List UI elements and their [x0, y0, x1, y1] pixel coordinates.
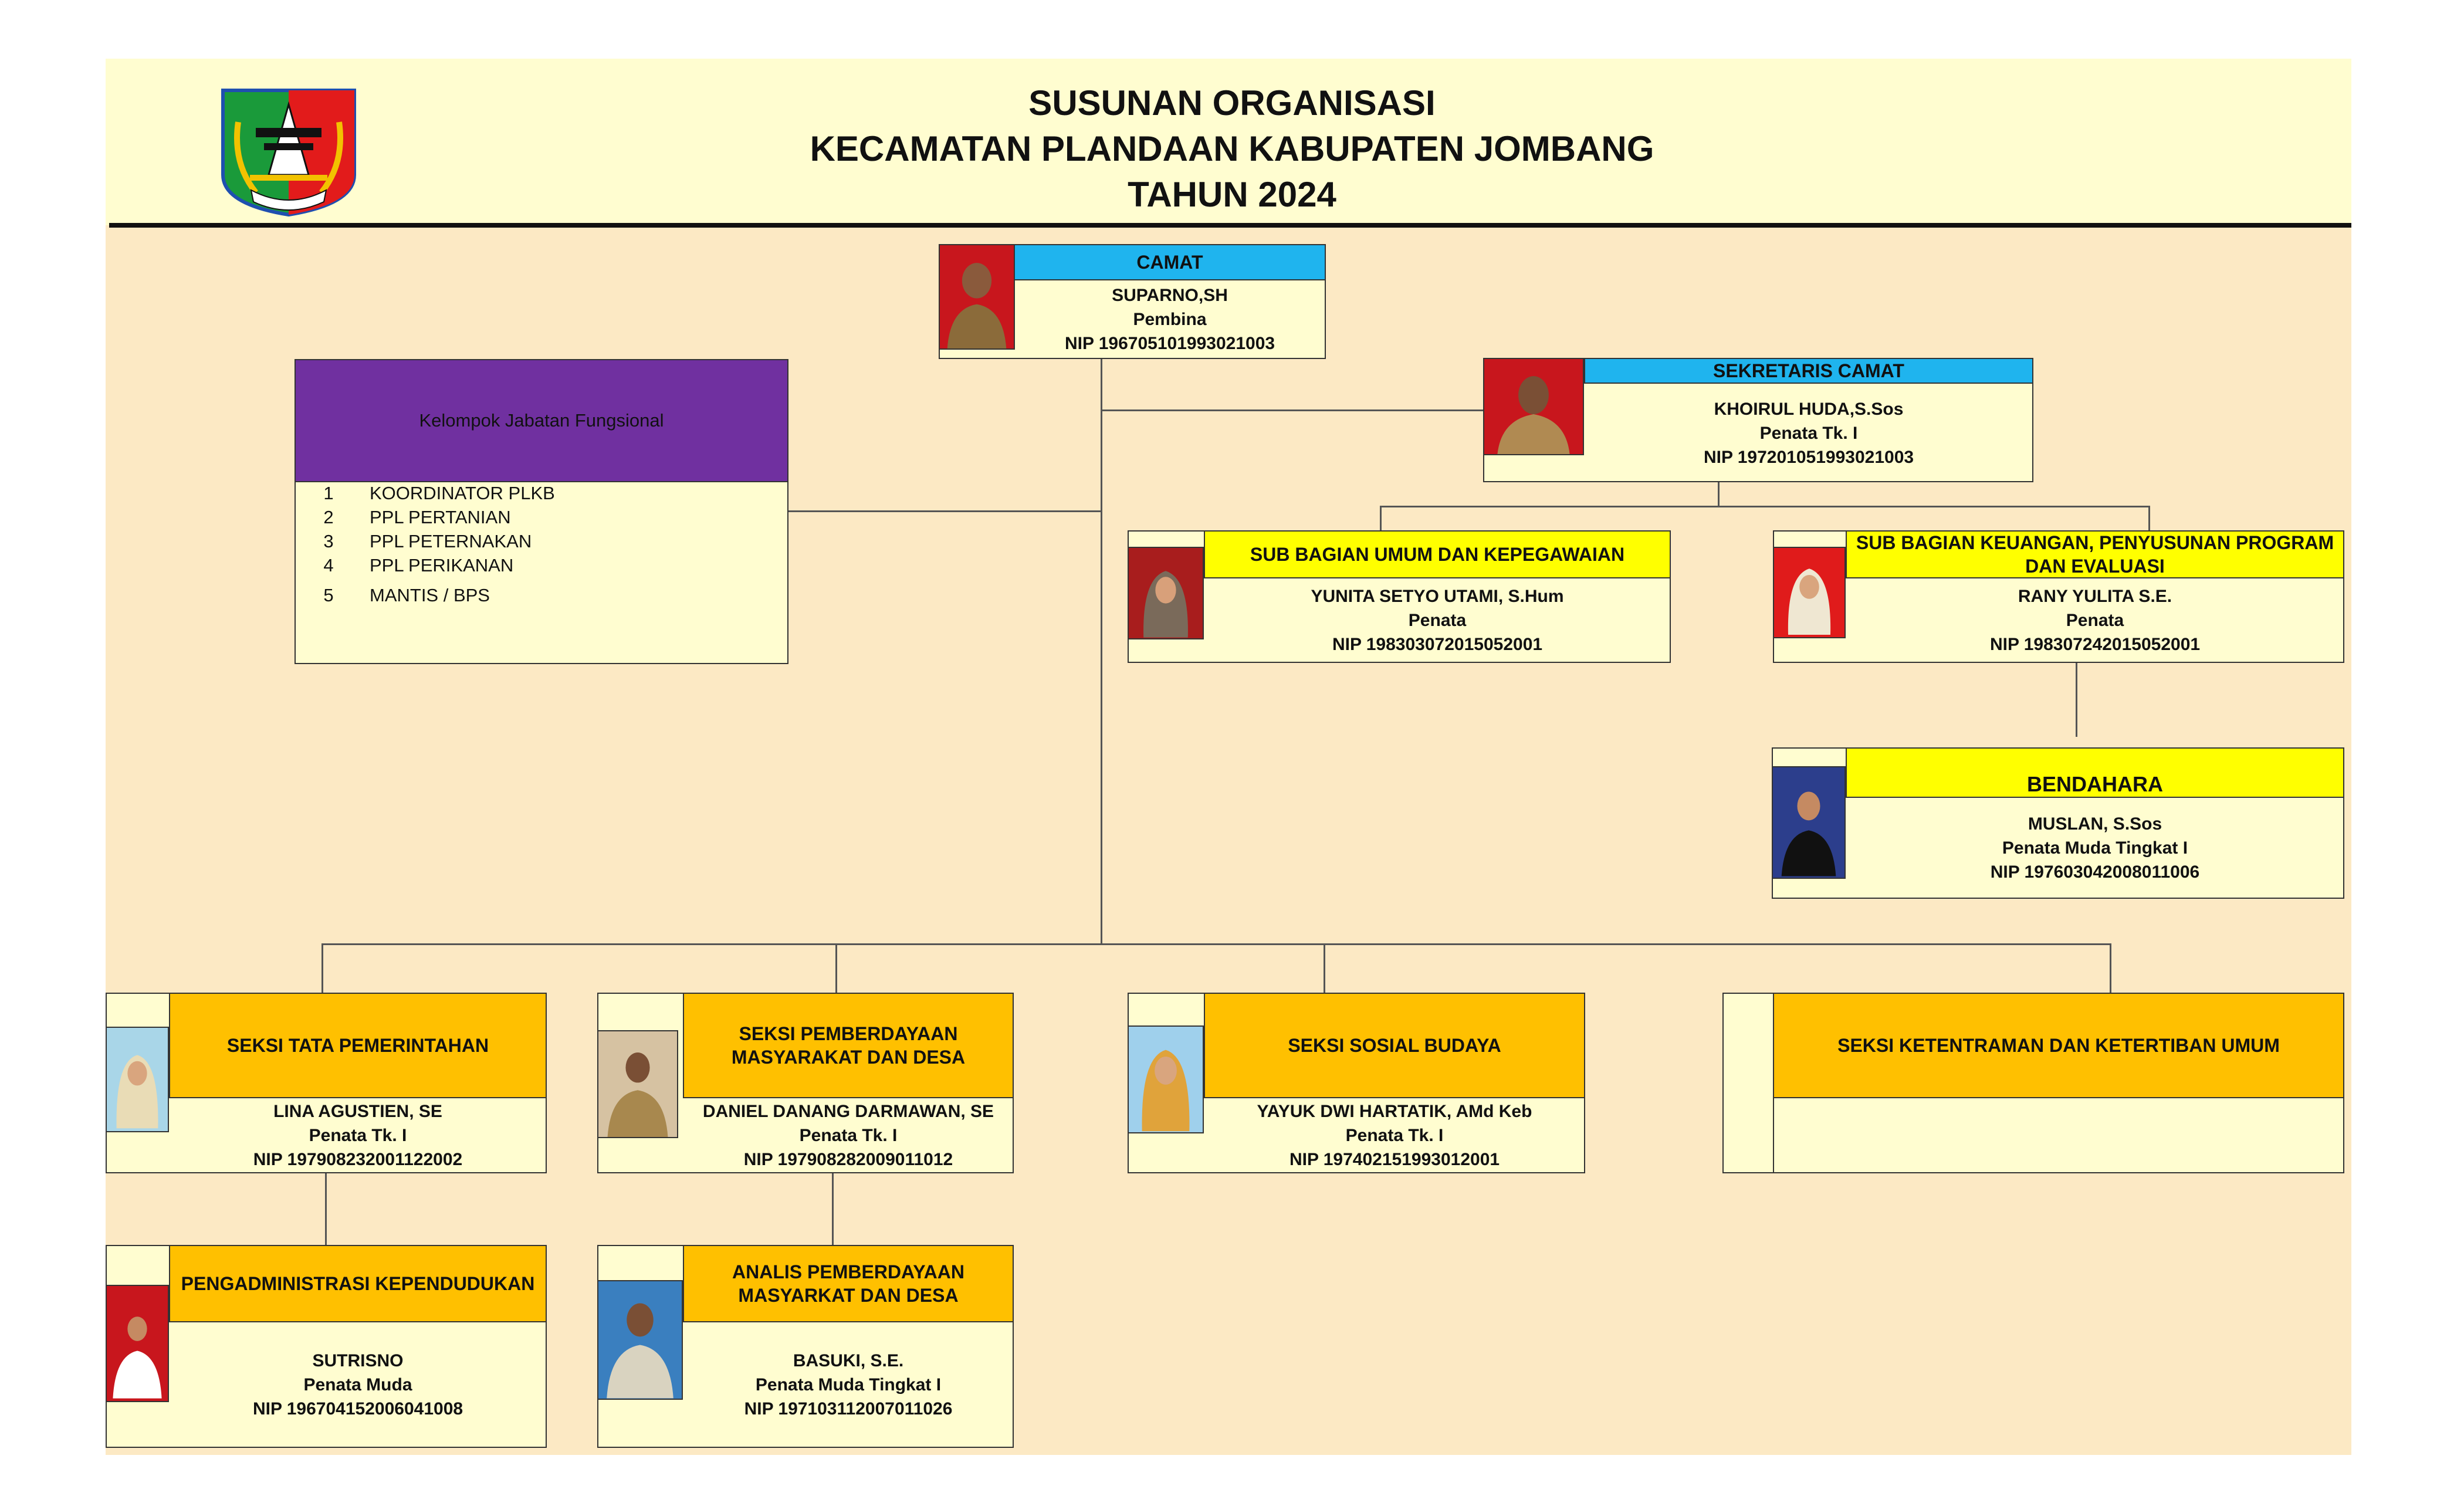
- connector-to-seksi-trantib: [2110, 943, 2111, 993]
- subbag-umum-info: YUNITA SETYO UTAMI, S.Hum Penata NIP 198…: [1204, 577, 1671, 663]
- seksi-trantib-photo-slot: [1722, 993, 1774, 1173]
- camat-position-header: CAMAT: [1014, 244, 1326, 280]
- subbag-keuangan-photo: [1773, 547, 1846, 638]
- jombang-logo: [215, 87, 363, 217]
- seksi-tapem-name: LINA AGUSTIEN, SE: [273, 1101, 442, 1121]
- connector-seksi-bar: [321, 943, 2111, 945]
- pengadministrasi-nip: NIP 196704152006041008: [252, 1399, 463, 1419]
- connector-to-sekretaris: [1101, 409, 1483, 411]
- bendahara-name: MUSLAN, S.Sos: [2028, 814, 2162, 834]
- title-line-1: SUSUNAN ORGANISASI: [1028, 83, 1436, 123]
- seksi-pmd-position-header: SEKSI PEMBERDAYAAN MASYARAKAT DAN DESA: [683, 993, 1014, 1098]
- analis-info: BASUKI, S.E. Penata Muda Tingkat I NIP 1…: [683, 1321, 1014, 1448]
- jabatan-fungsional-header: Kelompok Jabatan Fungsional: [295, 359, 788, 482]
- seksi-trantib-position-header: SEKSI KETENTRAMAN DAN KETERTIBAN UMUM: [1773, 993, 2344, 1098]
- bendahara-photo: [1772, 766, 1846, 879]
- connector-camat-trunk: [1101, 358, 1102, 945]
- seksi-tapem-info: LINA AGUSTIEN, SE Penata Tk. I NIP 19790…: [169, 1097, 547, 1173]
- camat-info: SUPARNO,SH Pembina NIP 19670510199302100…: [1014, 279, 1326, 359]
- connector-to-bendahara: [2076, 663, 2077, 737]
- seksi-tapem-rank: Penata Tk. I: [309, 1125, 407, 1145]
- bendahara-position-header: BENDAHARA: [1846, 747, 2344, 798]
- sekretaris-position-header: SEKRETARIS CAMAT: [1584, 358, 2033, 384]
- sekretaris-info: KHOIRUL HUDA,S.Sos Penata Tk. I NIP 1972…: [1584, 384, 2033, 482]
- camat-name: SUPARNO,SH: [1112, 285, 1228, 305]
- seksi-sosbud-info: YAYUK DWI HARTATIK, AMd Keb Penata Tk. I…: [1204, 1097, 1585, 1173]
- subbag-umum-nip: NIP 198303072015052001: [1332, 634, 1543, 654]
- seksi-sosbud-photo: [1128, 1025, 1204, 1133]
- analis-name: BASUKI, S.E.: [793, 1351, 904, 1370]
- connector-subbag-bar: [1380, 506, 2150, 507]
- analis-rank: Penata Muda Tingkat I: [755, 1375, 942, 1395]
- header-band: [106, 59, 2351, 225]
- connector-sekretaris-down: [1718, 481, 1720, 507]
- analis-photo: [597, 1280, 683, 1400]
- subbag-umum-photo: [1128, 547, 1204, 639]
- pengadministrasi-rank: Penata Muda: [303, 1375, 412, 1395]
- title-line-3: TAHUN 2024: [1128, 175, 1336, 214]
- pengadministrasi-position-header: PENGADMINISTRASI KEPENDUDUKAN: [169, 1245, 547, 1322]
- sekretaris-nip: NIP 197201051993021003: [1703, 447, 1914, 467]
- connector-to-seksi-sosbud: [1324, 943, 1325, 993]
- subbag-keuangan-rank: Penata: [2066, 610, 2124, 630]
- subbag-keuangan-position-header: SUB BAGIAN KEUANGAN, PENYUSUNAN PROGRAM …: [1846, 530, 2344, 578]
- seksi-pmd-info: DANIEL DANANG DARMAWAN, SE Penata Tk. I …: [683, 1097, 1014, 1173]
- analis-position-header: ANALIS PEMBERDAYAAN MASYARKAT DAN DESA: [683, 1245, 1014, 1322]
- connector-to-seksi-pmd: [835, 943, 837, 993]
- pengadministrasi-info: SUTRISNO Penata Muda NIP 196704152006041…: [169, 1321, 547, 1448]
- subbag-umum-rank: Penata: [1408, 610, 1467, 630]
- title-line-2: KECAMATAN PLANDAAN KABUPATEN JOMBANG: [810, 129, 1654, 168]
- seksi-sosbud-nip: NIP 197402151993012001: [1289, 1149, 1500, 1169]
- camat-rank: Pembina: [1133, 309, 1207, 329]
- subbag-umum-position-header: SUB BAGIAN UMUM DAN KEPEGAWAIAN: [1204, 530, 1671, 578]
- subbag-keuangan-nip: NIP 198307242015052001: [1989, 634, 2201, 654]
- sekretaris-rank: Penata Tk. I: [1759, 423, 1858, 443]
- seksi-tapem-position-header: SEKSI TATA PEMERINTAHAN: [169, 993, 547, 1098]
- bendahara-rank: Penata Muda Tingkat I: [2002, 838, 2188, 858]
- connector-to-subbag-umum: [1380, 506, 1382, 530]
- header-divider: [109, 223, 2351, 228]
- connector-to-seksi-tapem: [321, 943, 323, 993]
- connector-to-pengadministrasi: [325, 1173, 327, 1245]
- pengadministrasi-name: SUTRISNO: [312, 1351, 404, 1370]
- connector-to-subbag-keuangan: [2148, 506, 2150, 530]
- sekretaris-name: KHOIRUL HUDA,S.Sos: [1714, 399, 1904, 419]
- subbag-keuangan-info: RANY YULITA S.E. Penata NIP 198307242015…: [1846, 577, 2344, 663]
- analis-nip: NIP 197103112007011026: [744, 1399, 953, 1419]
- seksi-pmd-photo: [597, 1030, 678, 1138]
- seksi-sosbud-name: YAYUK DWI HARTATIK, AMd Keb: [1257, 1101, 1532, 1121]
- seksi-pmd-rank: Penata Tk. I: [799, 1125, 898, 1145]
- sekretaris-photo: [1483, 358, 1584, 455]
- connector-to-analis: [832, 1173, 834, 1245]
- subbag-umum-name: YUNITA SETYO UTAMI, S.Hum: [1311, 586, 1564, 606]
- bendahara-nip: NIP 197603042008011006: [1990, 862, 2200, 882]
- seksi-tapem-nip: NIP 197908232001122002: [253, 1149, 463, 1169]
- seksi-sosbud-rank: Penata Tk. I: [1345, 1125, 1444, 1145]
- subbag-keuangan-name: RANY YULITA S.E.: [2018, 586, 2172, 606]
- seksi-tapem-photo: [106, 1027, 169, 1132]
- seksi-pmd-nip: NIP 197908282009011012: [743, 1149, 953, 1169]
- bendahara-info: MUSLAN, S.Sos Penata Muda Tingkat I NIP …: [1846, 797, 2344, 899]
- camat-photo: [939, 244, 1015, 350]
- seksi-sosbud-position-header: SEKSI SOSIAL BUDAYA: [1204, 993, 1585, 1098]
- connector-to-fungsional: [786, 510, 1102, 512]
- pengadministrasi-photo: [106, 1285, 169, 1402]
- camat-nip: NIP 196705101993021003: [1064, 333, 1275, 353]
- seksi-pmd-name: DANIEL DANANG DARMAWAN, SE: [702, 1101, 994, 1121]
